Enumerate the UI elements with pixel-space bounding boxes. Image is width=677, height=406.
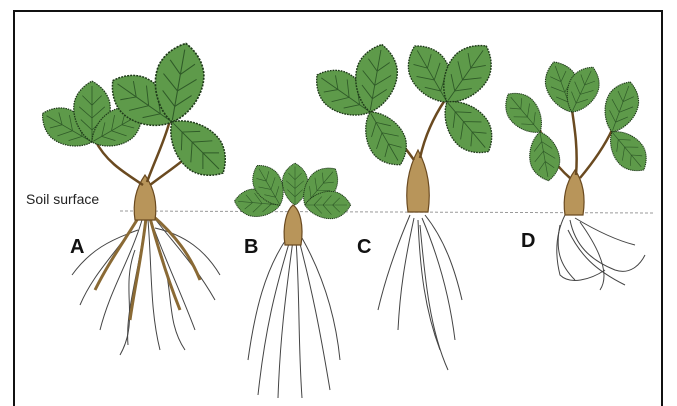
plant-b-roots (248, 238, 340, 398)
plant-c-roots (378, 215, 462, 370)
plant-c-leaves (306, 34, 503, 174)
plant-label-d: D (521, 230, 535, 253)
plant-d (497, 57, 655, 290)
plant-label-a: A (70, 236, 84, 259)
plant-b (233, 159, 350, 398)
plant-b-crown (284, 205, 302, 245)
plant-d-roots (557, 215, 645, 290)
plant-label-c: C (357, 236, 371, 259)
plant-c-crown (407, 150, 430, 212)
plant-a-leaves (34, 39, 238, 188)
plant-a-main-roots (95, 215, 200, 320)
soil-surface-label: Soil surface (26, 191, 99, 207)
plant-label-b: B (244, 236, 258, 259)
plant-a-roots (72, 215, 220, 355)
